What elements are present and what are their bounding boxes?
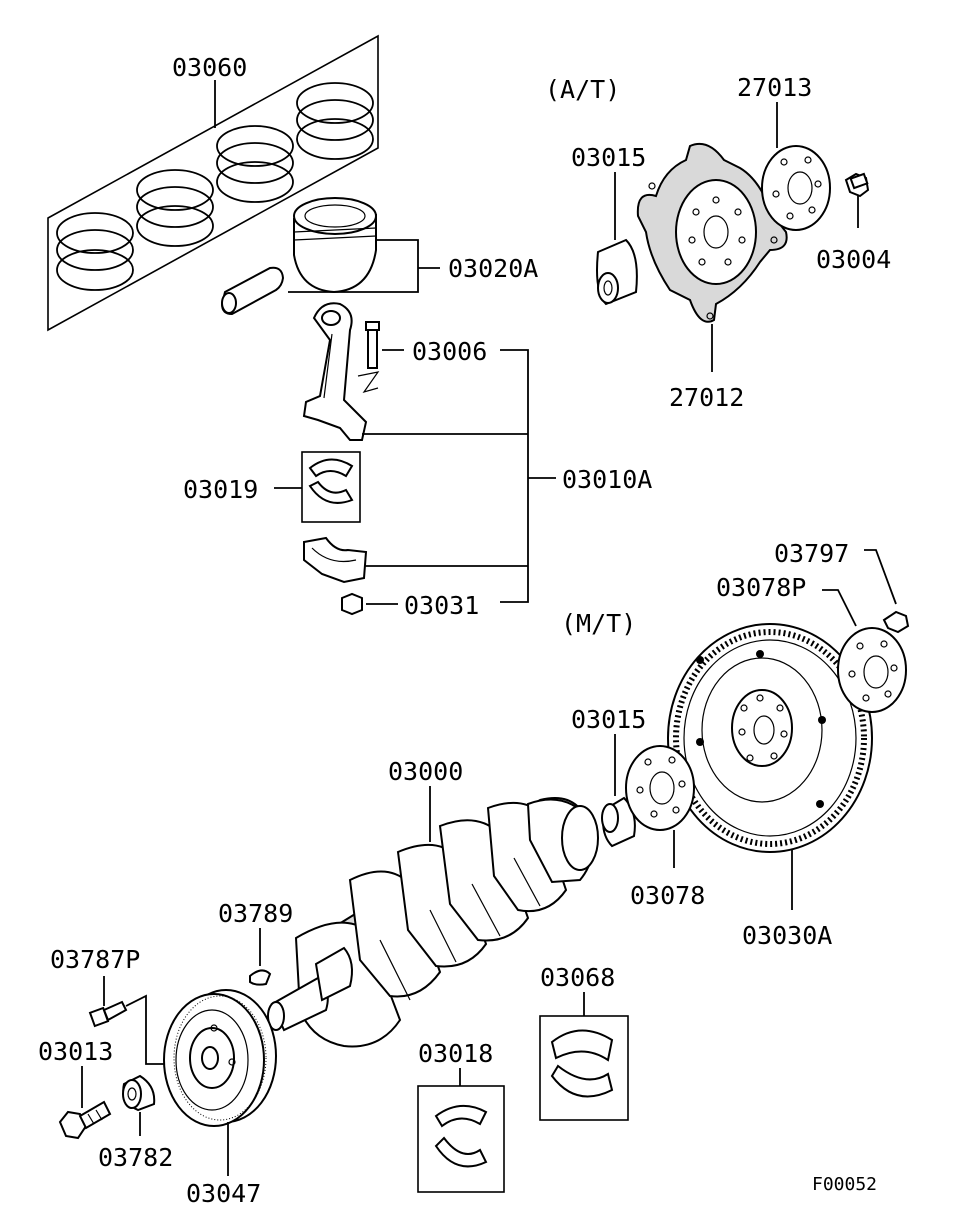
label-03000: 03000 [388, 757, 463, 786]
bolt-icon [58, 1100, 112, 1140]
label-03018: 03018 [418, 1039, 493, 1068]
label-03015-at: 03015 [571, 143, 646, 172]
label-mt: (M/T) [561, 609, 636, 638]
label-03797: 03797 [774, 539, 849, 568]
washer-icon [761, 145, 831, 231]
damper-pulley-icon [163, 989, 277, 1127]
connecting-rod-icon [302, 302, 380, 441]
label-03078: 03078 [630, 881, 705, 910]
bushing-icon [596, 238, 638, 306]
crankshaft-icon [267, 797, 599, 1048]
label-03068: 03068 [540, 963, 615, 992]
bearing-shell-icon [550, 1029, 614, 1098]
label-03031: 03031 [404, 591, 479, 620]
bearing-box-03018 [417, 1085, 505, 1193]
washer-icon [625, 745, 695, 831]
label-03020A: 03020A [448, 254, 538, 283]
nut-icon [341, 592, 363, 616]
figure-code: F00052 [812, 1174, 877, 1195]
label-03015-mt: 03015 [571, 705, 646, 734]
bushing-icon [601, 796, 636, 848]
label-27012: 27012 [669, 383, 744, 412]
bolt-icon [365, 321, 380, 369]
label-03030A: 03030A [742, 921, 832, 950]
bearing-shell-icon [308, 458, 354, 504]
piston-icon [220, 197, 377, 316]
rod-cap-icon [303, 536, 368, 584]
label-03078P: 03078P [716, 573, 806, 602]
washer-icon [837, 627, 907, 713]
label-03004: 03004 [816, 245, 891, 274]
bearing-shell-icon [434, 1105, 488, 1168]
label-at: (A/T) [545, 75, 620, 104]
bolt-icon [88, 1000, 128, 1028]
key-icon [249, 969, 272, 986]
bolt-icon [844, 172, 870, 198]
piston-ring-set-icon [47, 34, 379, 332]
label-03782: 03782 [98, 1143, 173, 1172]
bolt-icon [882, 610, 910, 634]
washer-icon [122, 1074, 156, 1112]
label-03013: 03013 [38, 1037, 113, 1066]
flywheel-icon [667, 623, 873, 853]
label-03787P: 03787P [50, 945, 140, 974]
label-03047: 03047 [186, 1179, 261, 1208]
bearing-box-03068 [539, 1015, 629, 1121]
bearing-box-03019 [301, 451, 361, 523]
label-03789: 03789 [218, 899, 293, 928]
label-27013: 27013 [737, 73, 812, 102]
label-03019: 03019 [183, 475, 258, 504]
label-03006: 03006 [412, 337, 487, 366]
label-03010A: 03010A [562, 465, 652, 494]
drive-plate-icon [636, 142, 788, 323]
label-03060: 03060 [172, 53, 247, 82]
